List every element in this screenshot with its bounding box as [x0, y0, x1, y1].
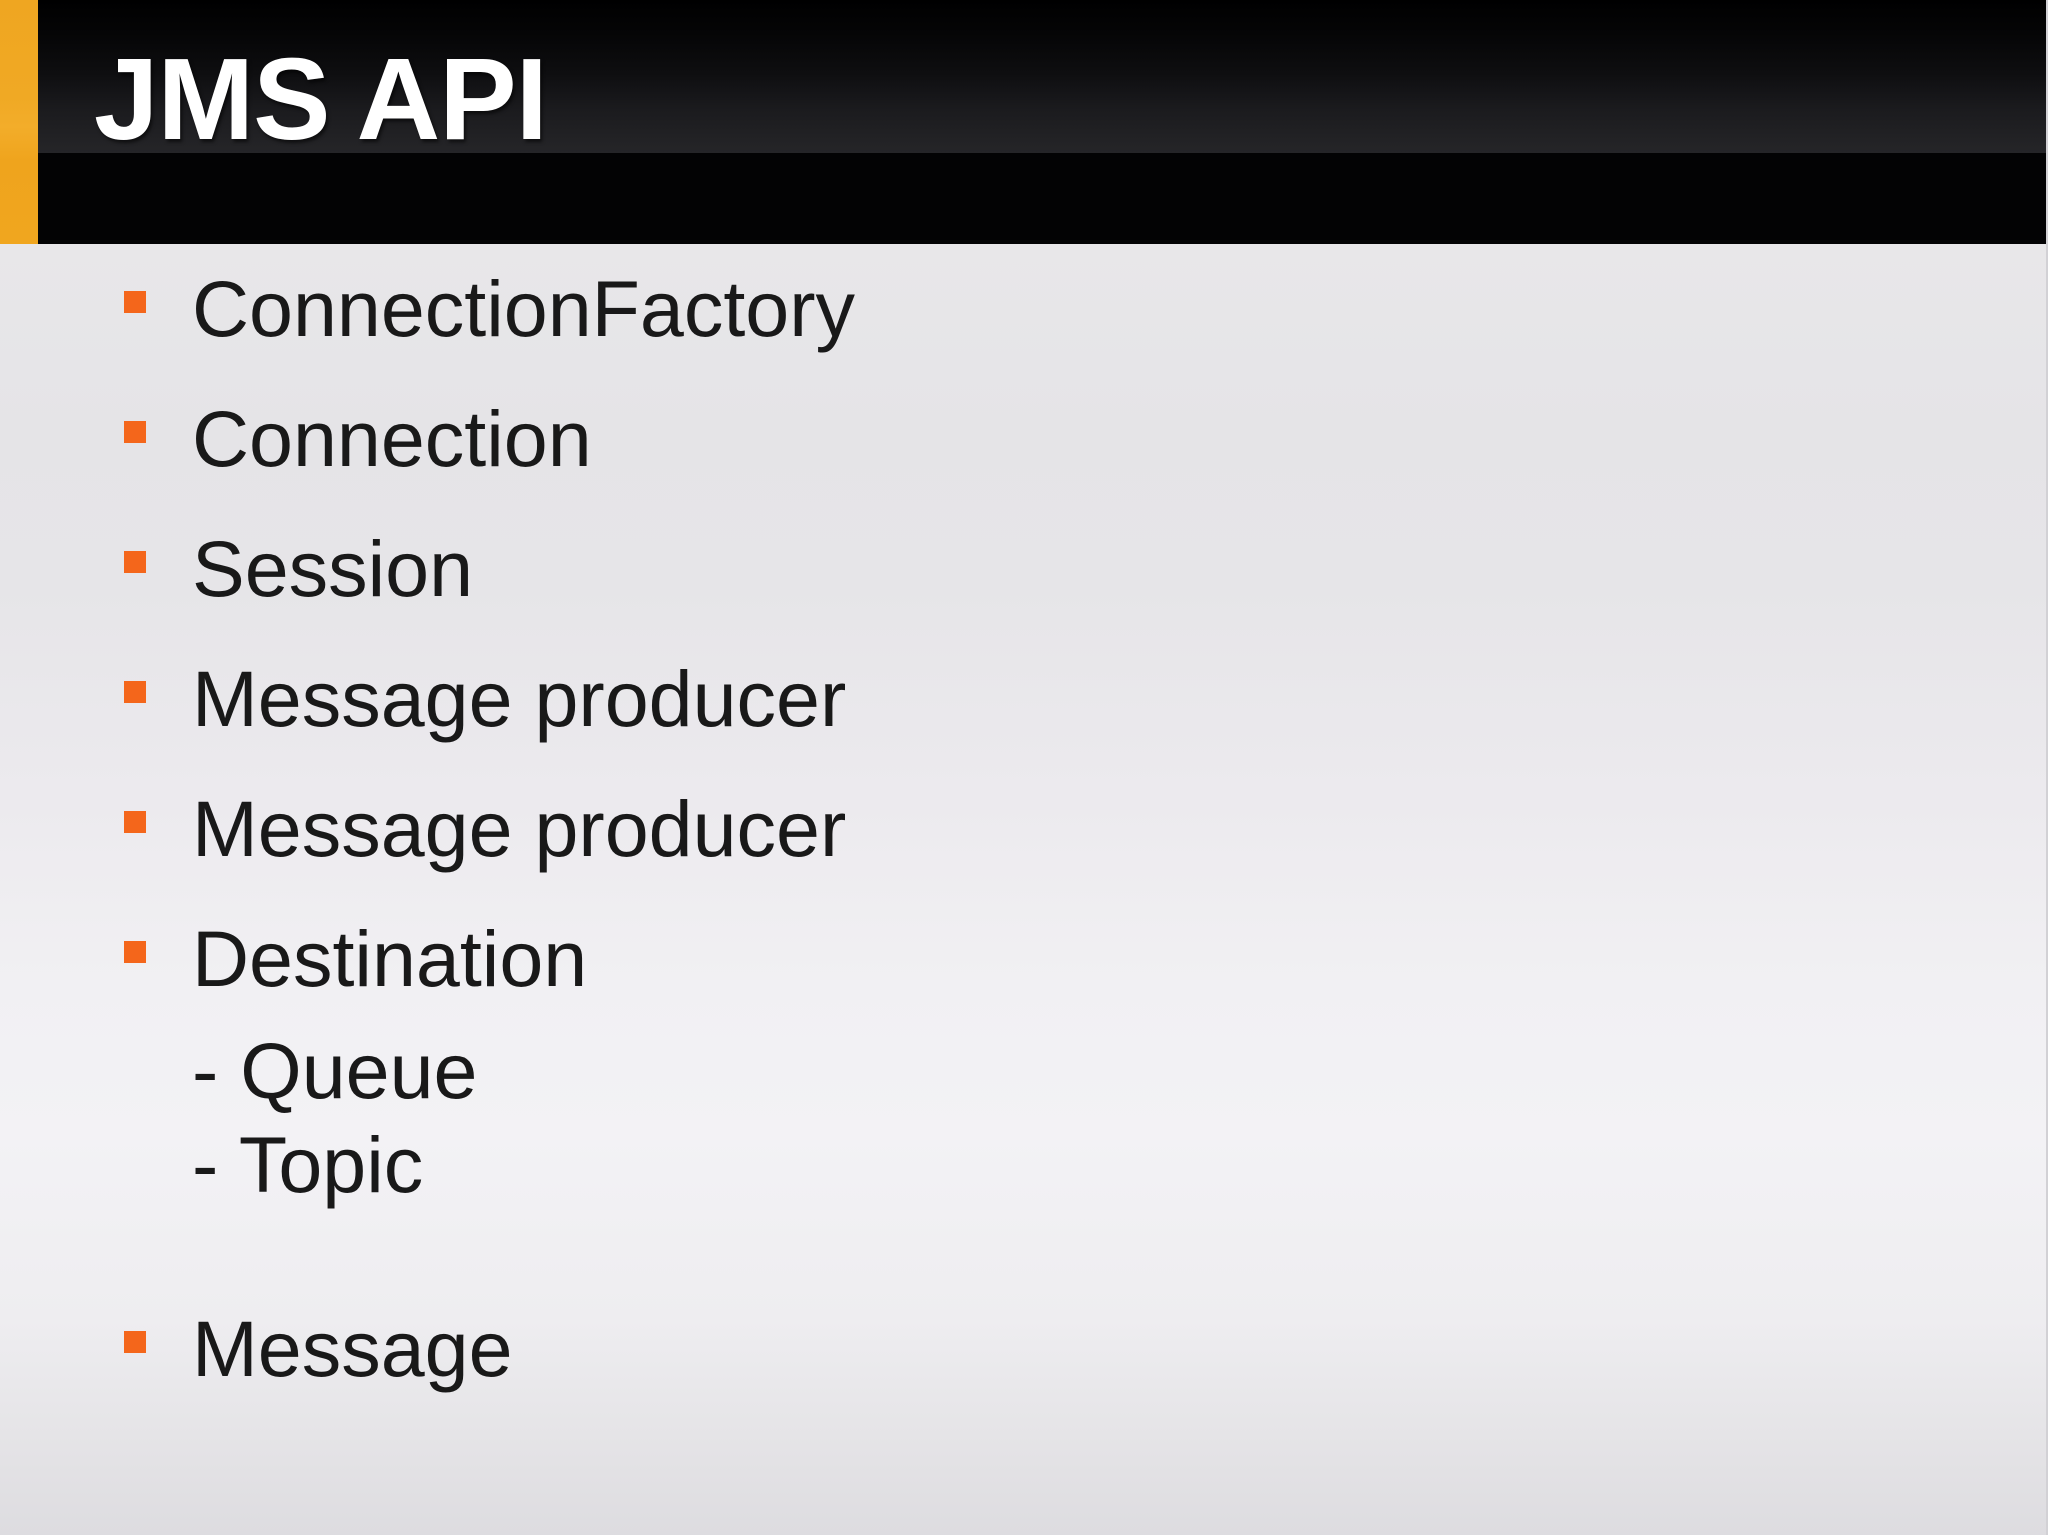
square-bullet-icon — [124, 1331, 146, 1353]
square-bullet-icon — [124, 811, 146, 833]
bullet-sub-item: - Topic — [192, 1120, 424, 1209]
bullet-label: Session — [192, 524, 474, 613]
square-bullet-icon — [124, 681, 146, 703]
bullet-label: Connection — [192, 394, 592, 483]
square-bullet-icon — [124, 941, 146, 963]
bullet-sublist: - Queue- Topic — [192, 1024, 2046, 1212]
bullet-list-item: Destination - Queue- Topic — [0, 894, 2046, 1212]
square-bullet-icon — [124, 291, 146, 313]
bullet-label: Message producer — [192, 654, 847, 743]
bullet-label: Message producer — [192, 784, 847, 873]
header-upper-band — [0, 0, 2046, 153]
slide-header — [0, 0, 2046, 244]
bullet-label: ConnectionFactory — [192, 264, 856, 353]
bullet-label: Message — [192, 1304, 513, 1393]
bullet-list-item: Session — [0, 504, 2046, 634]
bullet-list-item: Message producer — [0, 764, 2046, 894]
list-spacer — [0, 1212, 2046, 1284]
accent-bar — [0, 0, 38, 244]
bullet-list-item: Connection — [0, 374, 2046, 504]
bullet-list-item: Message — [0, 1284, 2046, 1414]
square-bullet-icon — [124, 551, 146, 573]
bullet-list-item: ConnectionFactory — [0, 244, 2046, 374]
bullet-list-item: Message producer — [0, 634, 2046, 764]
bullet-sub-item: - Queue — [192, 1026, 478, 1115]
header-lower-band — [0, 153, 2046, 244]
square-bullet-icon — [124, 421, 146, 443]
slide-title: JMS API — [94, 34, 548, 164]
bullet-label: Destination — [192, 914, 588, 1003]
